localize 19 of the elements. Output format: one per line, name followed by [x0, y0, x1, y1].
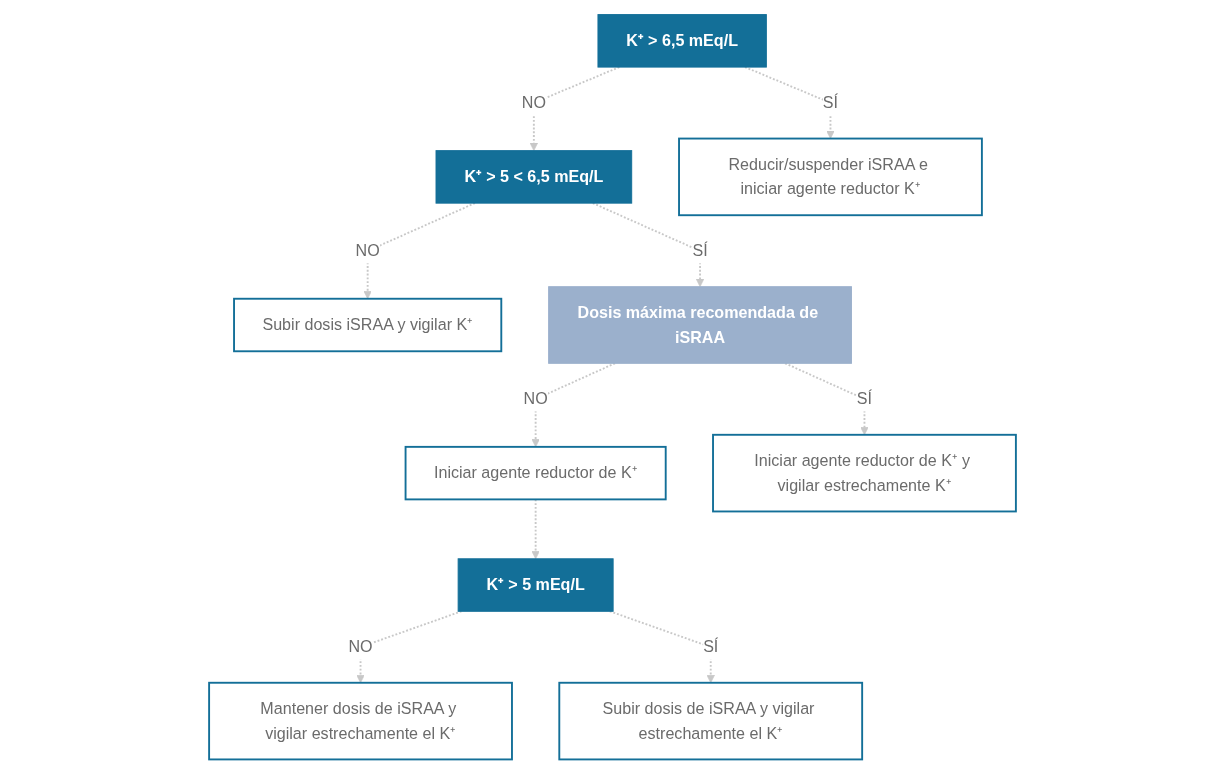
edge-label: NO [355, 241, 380, 260]
node-box: Reducir/suspender iSRAA e iniciar agente reductor K⁺ [678, 137, 983, 217]
edge-label: SÍ [692, 241, 708, 260]
node-box: Iniciar agente reductor de K⁺ y vigilar estrechamente K⁺ [712, 433, 1017, 513]
arrow [531, 498, 540, 560]
edge-label: SÍ [703, 637, 719, 656]
edge-label: NO [521, 93, 546, 112]
edge-label: SÍ [856, 389, 873, 408]
node-box: Subir dosis iSRAA y vigilar K⁺ [233, 297, 503, 353]
node-box: Subir dosis de iSRAA y vigilar estrechamente el K⁺ [558, 681, 864, 761]
node-box: Dosis máxima recomendada de iSRAA [548, 286, 852, 364]
node-box: K⁺ > 6,5 mEq/L [597, 14, 767, 68]
edge-label: SÍ [822, 93, 839, 112]
node-box: Iniciar agente reductor de K⁺ [404, 445, 667, 501]
node-box: K⁺ > 5 mEq/L [457, 558, 614, 612]
node-box: Mantener dosis de iSRAA y vigilar estrechamente el K⁺ [208, 681, 513, 761]
edge-label: NO [523, 389, 548, 408]
node-box: K⁺ > 5 < 6,5 mEq/L [435, 150, 633, 204]
edge-label: NO [348, 637, 373, 656]
